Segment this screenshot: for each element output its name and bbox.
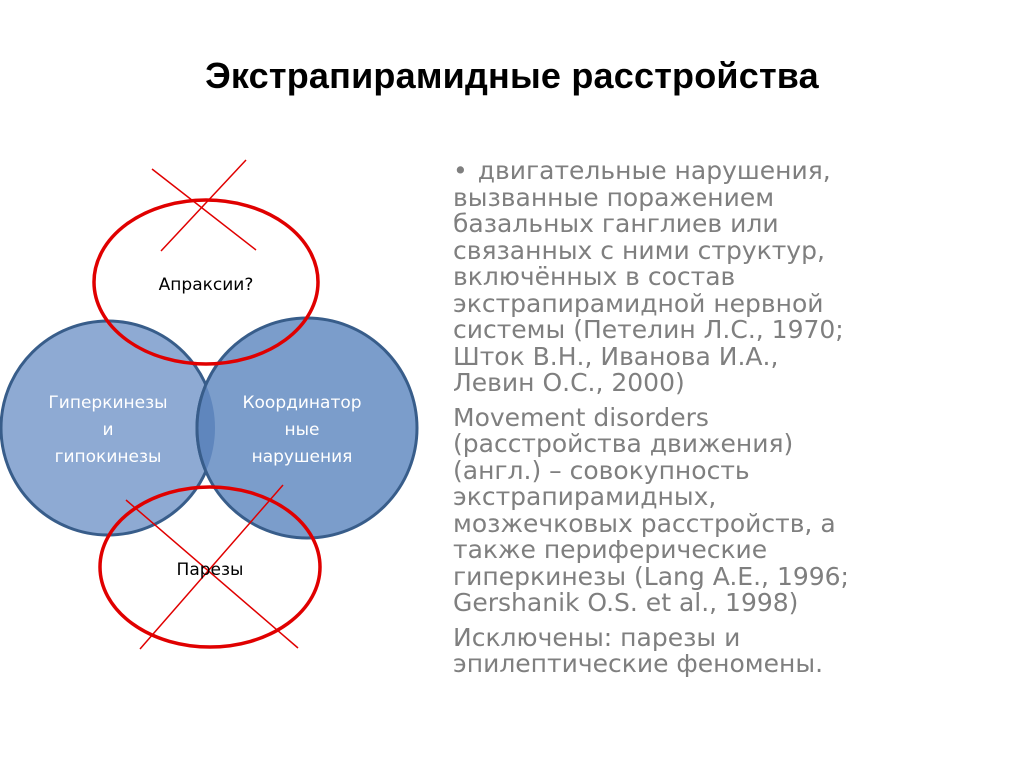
venn-diagram: Апраксии? Гиперкинезы и гипокинезы Коорд…	[0, 0, 440, 767]
cross-icon-apraxia	[151, 159, 257, 252]
label-paresis-text: Парезы	[176, 560, 244, 580]
circle-overlap	[195, 321, 215, 535]
slide-title: Экстрапирамидные расстройства	[205, 55, 819, 96]
label-apraxia: Апраксии?	[126, 272, 286, 299]
bullet-icon: •	[453, 156, 468, 185]
label-coordination-line-1: Координатор	[242, 393, 362, 413]
ellipse-apraxia	[92, 198, 320, 366]
label-paresis: Парезы	[130, 557, 290, 584]
label-hyperkinesis: Гиперкинезы и гипокинезы	[18, 390, 198, 471]
paragraph-definition-text: двигательные нарушения, вызванные пораже…	[453, 156, 844, 397]
label-hyperkinesis-line-3: гипокинезы	[54, 447, 162, 467]
label-coordination-line-3: нарушения	[251, 447, 353, 467]
paragraph-movement-disorders: Movement disorders (расстройства движени…	[453, 402, 849, 617]
venn-diagram-graphic	[0, 159, 419, 650]
label-hyperkinesis-line-2: и	[102, 420, 114, 440]
cross-icon-paresis	[125, 484, 299, 650]
definition-text: •двигательные нарушения, вызванные пораж…	[453, 156, 923, 686]
paragraph-exclusions: Исключены: парезы и эпилептические феном…	[453, 622, 824, 678]
label-coordination: Координатор ные нарушения	[212, 390, 392, 471]
label-coordination-line-2: ные	[284, 420, 320, 440]
ellipse-paresis	[98, 485, 322, 649]
label-apraxia-text: Апраксии?	[158, 275, 254, 295]
label-hyperkinesis-line-1: Гиперкинезы	[48, 393, 168, 413]
paragraph-definition: •двигательные нарушения, вызванные пораж…	[453, 156, 923, 397]
